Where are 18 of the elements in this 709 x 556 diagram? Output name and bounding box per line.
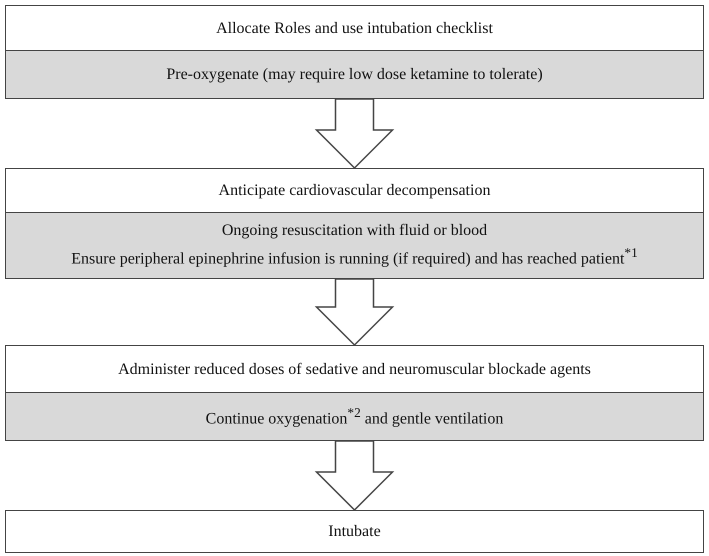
step-box [5, 168, 704, 279]
note-text: Ensure peripheral epinephrine infusion is running (if required) and has reached patient$^{*1}$ [71, 244, 638, 270]
note-text: Continue oxygenation$^{*2}$ and gentle ventilation [206, 404, 504, 430]
step-box [5, 510, 704, 553]
note-band [6, 212, 703, 278]
step-box [5, 5, 704, 99]
step-title: Allocate Roles and use intubation checklist [216, 18, 493, 38]
note-text: Pre-oxygenate (may require low dose ketamine to tolerate) [166, 64, 543, 84]
note-band [6, 50, 703, 98]
note-band [6, 392, 703, 440]
block-arrow [314, 440, 394, 512]
step-title: Intubate [328, 522, 381, 542]
block-arrow [314, 278, 394, 346]
step-box [5, 345, 704, 441]
block-arrow [314, 98, 394, 170]
step-title: Administer reduced doses of sedative and neuromuscular blockade agents [118, 360, 591, 380]
step-title: Anticipate cardiovascular decompensation [218, 181, 490, 201]
note-text: Ongoing resuscitation with fluid or blood [222, 221, 488, 242]
